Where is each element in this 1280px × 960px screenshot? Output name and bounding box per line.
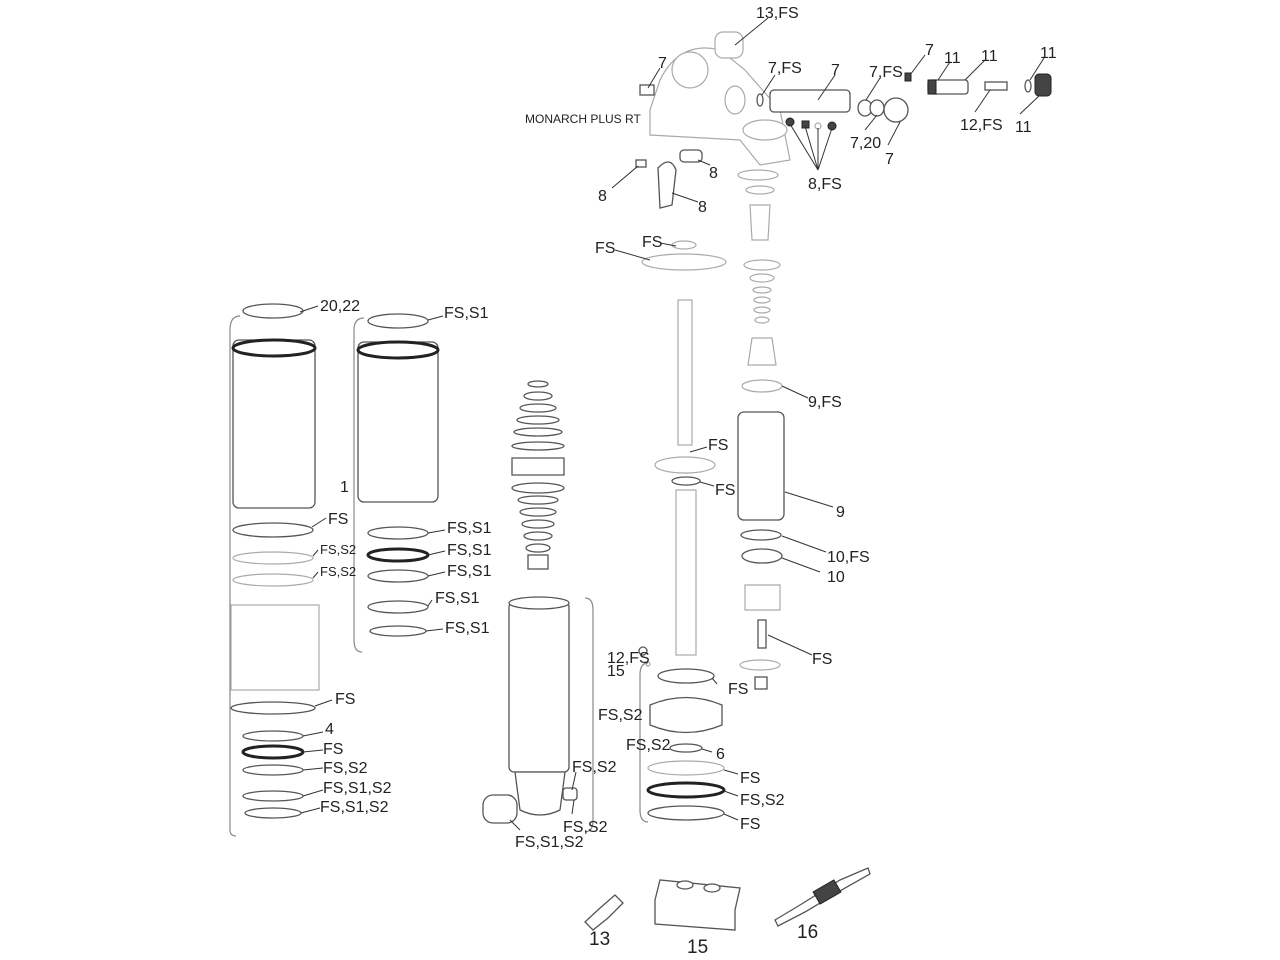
callout-label: 15 [607,663,625,680]
valve-12 [757,619,767,649]
valve-cap [1034,73,1052,97]
screw-7 [639,84,655,96]
callout-label: 12,FS [607,650,650,667]
callout-label: FS,S2 [572,759,617,776]
callout-label: 16 [797,922,818,943]
callout-label: FS [740,770,760,787]
callout-label: 13 [589,929,610,950]
callout-label: FS,S2 [626,737,671,754]
callout-label: FS,S1 [445,620,490,637]
callout-label: FS,S2 [320,542,356,557]
adjuster-knob [883,97,909,123]
shaft [677,299,693,446]
callout-label: FS,S1 [447,542,492,559]
callout-label: 11 [1040,45,1057,62]
callout-label: 10 [827,569,845,586]
callout-label: FS,S2 [563,819,608,836]
callout-label: FS,S2 [320,564,356,579]
callout-label: FS,S1 [435,590,480,607]
callout-label: FS [728,681,748,698]
callout-label: 8 [698,199,707,216]
shim-stack [511,380,565,570]
callout-label: FS [812,651,832,668]
washer [756,93,764,107]
callout-label: 15 [687,937,708,958]
callout-label: 10,FS [827,549,870,566]
callout-label: 9 [836,504,845,521]
callout-label: 8 [598,188,607,205]
callout-label: 8,FS [808,176,842,193]
callout-label: 20,22 [320,298,360,315]
callout-label: 18 [0,0,18,4]
callout-label: 7 [925,42,934,59]
air-can-1 [356,313,440,637]
leader-lines [299,17,1045,831]
callout-label: 7,20 [850,135,881,152]
callout-label: 9,FS [808,394,842,411]
damper-shaft [675,489,697,656]
callout-label: 7 [658,55,667,72]
valve-cartridge [769,89,851,113]
callout-label: FS [642,234,662,251]
callout-label: FS [708,437,728,454]
callout-label: FS,S1 [444,305,489,322]
callout-label: 12,FS [960,117,1003,134]
callout-label: 7 [885,151,894,168]
callout-label: 6 [716,746,725,763]
ifp-body-9 [737,411,785,521]
seal-head-6 [649,696,723,734]
callout-label: FS [715,482,735,499]
callout-label: FS,S1,S2 [320,799,389,816]
damper-body-4 [508,601,570,773]
callout-label: 4 [325,721,334,738]
tool-18 [774,867,871,927]
callout-label: FS,S1,S2 [515,834,584,851]
callout-label: 11 [981,48,998,65]
shock-body-eyelet [649,47,791,166]
callout-label: 7,FS [869,64,903,81]
callout-label: FS,S1 [447,563,492,580]
callout-label: FS [335,691,355,708]
callout-label: FS,S2 [323,760,368,777]
callout-label: FS [595,240,615,257]
callout-label: FS,S2 [598,707,643,724]
callout-label: FS,S1,S2 [323,780,392,797]
callout-label: 8 [709,165,718,182]
callout-label: FS [740,816,760,833]
callout-label: FS,S1 [447,520,492,537]
tool-16-vise-block [654,879,741,931]
callout-label: 7,FS [768,60,802,77]
outer-can [230,303,320,819]
callout-label: FS,S2 [740,792,785,809]
callout-label: 13,FS [756,5,799,22]
callout-label: FS [323,741,343,758]
callout-label: 11 [944,50,961,67]
model-title: MONARCH PLUS RT [525,112,641,126]
bushing-13-lower [482,794,518,824]
callout-label: 11 [1015,119,1032,136]
piston-stack [743,259,781,366]
callout-label: FS [328,511,348,528]
callout-label: 1 [340,479,349,496]
tool-15 [584,894,624,931]
bushing-13 [714,31,744,59]
callout-label: 7 [831,62,840,79]
lever-8 [657,161,677,209]
